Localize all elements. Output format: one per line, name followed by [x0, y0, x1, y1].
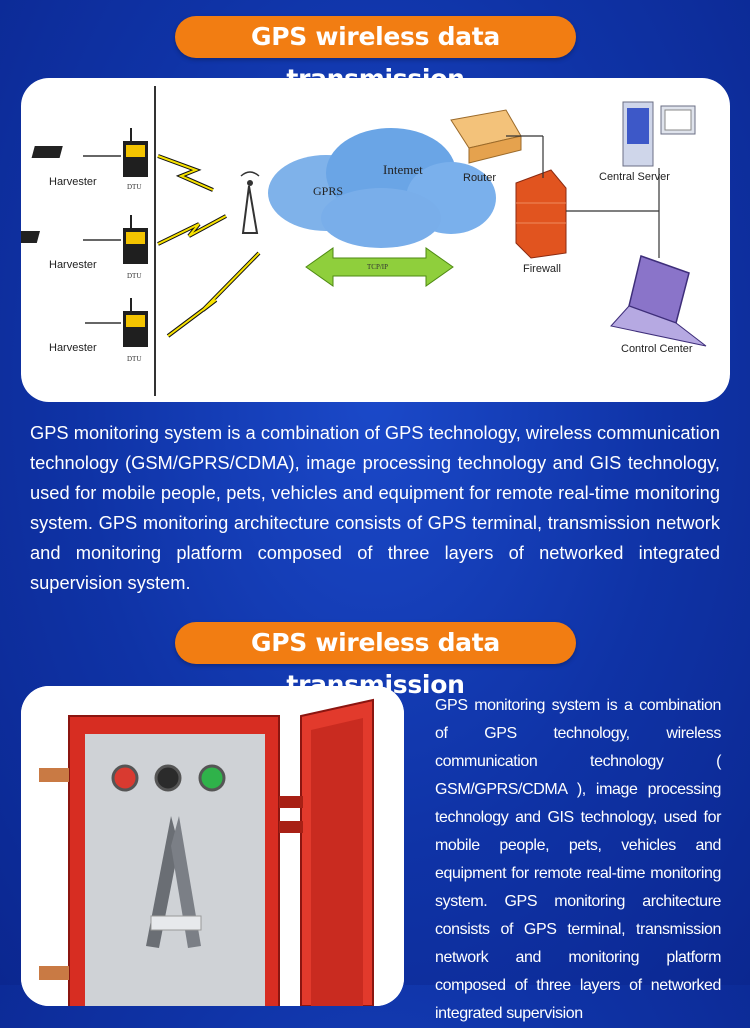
network-diagram-graphic: [21, 86, 707, 396]
laptop-icon: [610, 255, 707, 347]
section-title-pill: GPS wireless data transmission: [175, 16, 576, 93]
description-paragraph-2: GPS monitoring system is a combination o…: [435, 697, 721, 1022]
harvester-label-3: Harvester: [49, 342, 97, 354]
section-title-pill-2: GPS wireless data transmission: [175, 622, 576, 699]
harvester-icon-2: [21, 231, 121, 243]
tcp-ip-label: TCP/IP: [367, 263, 389, 271]
server-label: Central Server: [599, 171, 670, 183]
dtu-icon-1: [123, 128, 148, 177]
dtu-label-2: DTU: [127, 272, 142, 280]
firewall-label: Firewall: [523, 263, 561, 275]
product-photo: [21, 686, 404, 1006]
harvester-label-1: Harvester: [49, 176, 97, 188]
dtu-icon-3: [123, 298, 148, 347]
antenna-icon: [240, 171, 260, 234]
control-center-label: Control Center: [621, 343, 693, 355]
internet-label: Intemet: [383, 162, 423, 177]
dtu-label-1: DTU: [127, 183, 142, 191]
dtu-label-3: DTU: [127, 355, 142, 363]
tcp-ip-arrow: [305, 247, 454, 287]
firewall-icon: [515, 169, 567, 259]
harvester-icon-1: [31, 146, 121, 158]
router-icon: [450, 109, 522, 164]
gprs-label: GPRS: [313, 184, 344, 198]
harvester-icon-3: [85, 322, 121, 324]
server-icon: [622, 101, 696, 167]
dtu-icon-2: [123, 215, 148, 264]
network-diagram: Harvester Harvester Harvester DTU DTU DT…: [21, 78, 730, 402]
harvester-label-2: Harvester: [49, 259, 97, 271]
description-paragraph: GPS monitoring system is a combination o…: [30, 422, 720, 593]
cloud-icon: [268, 128, 496, 248]
router-label: Router: [463, 172, 497, 184]
gps-terminal-cabinet-image: [21, 686, 404, 1006]
